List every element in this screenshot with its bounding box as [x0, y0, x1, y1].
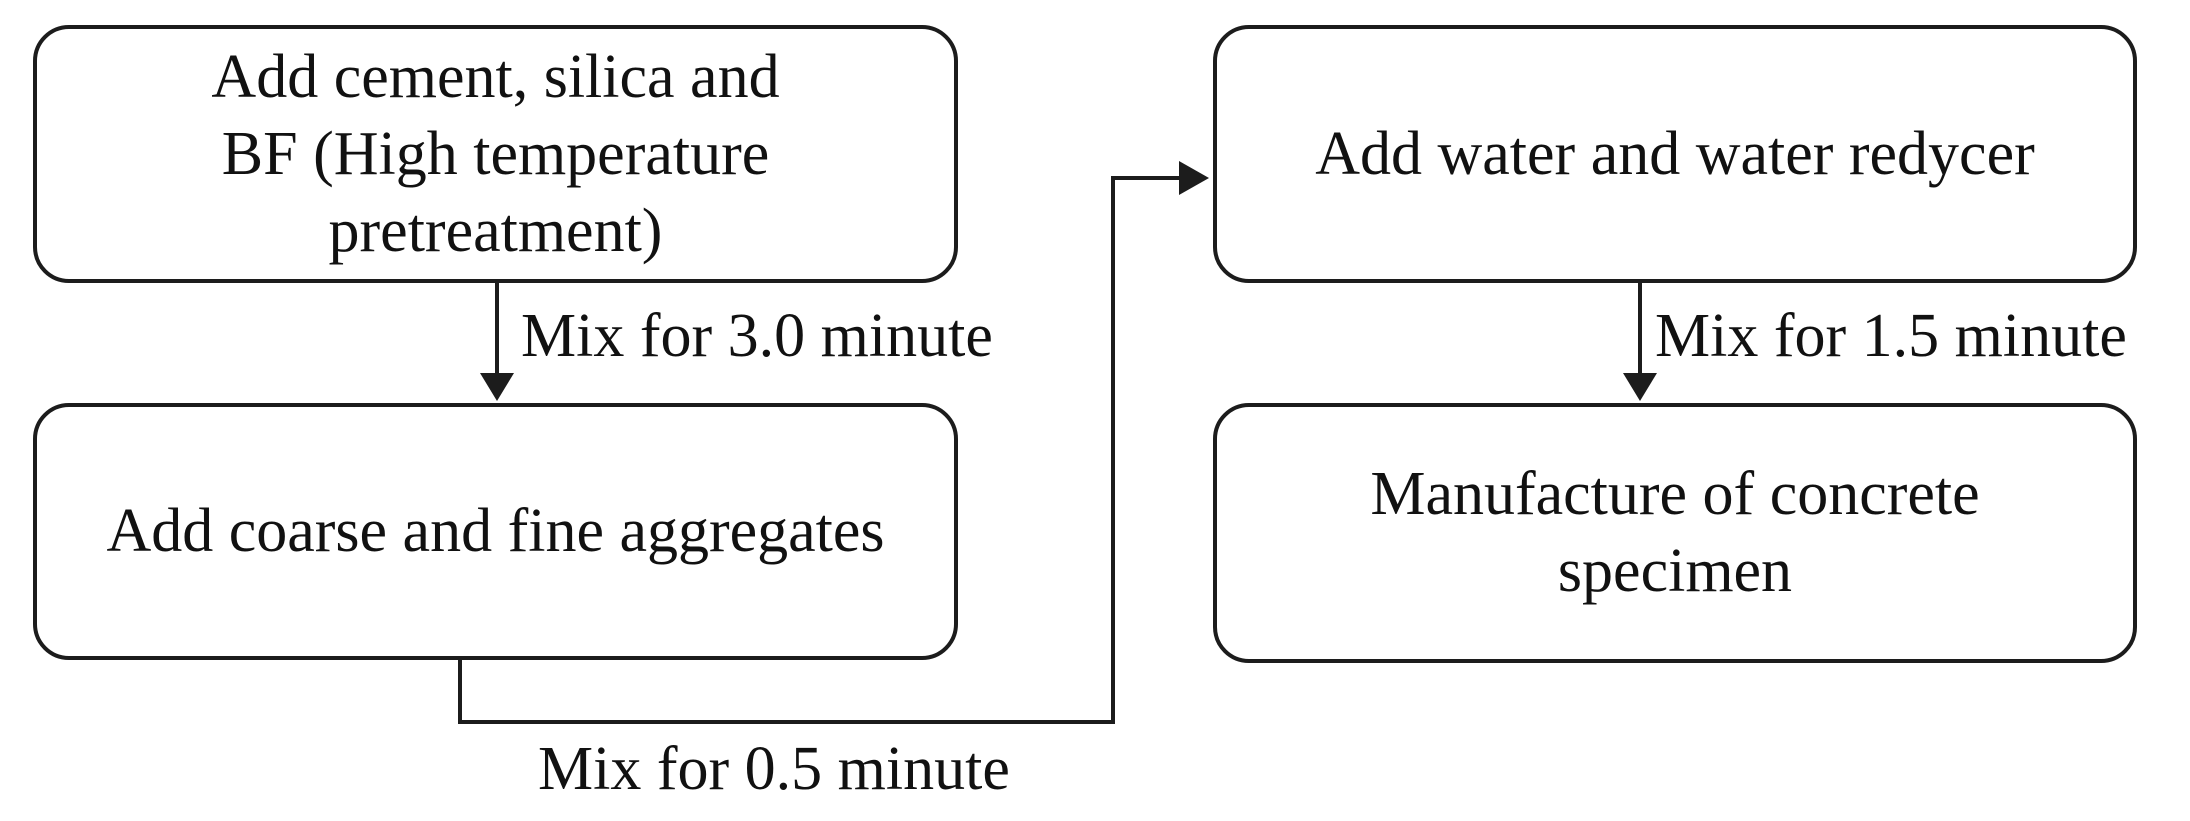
edge-mix-0-5-line-into-box — [1111, 176, 1179, 180]
edge-label-mix-3-0: Mix for 3.0 minute — [521, 302, 993, 370]
arrowhead-down-icon — [1623, 373, 1657, 401]
edge-mix-0-5-line-across — [458, 720, 1115, 724]
arrowhead-down-icon — [480, 373, 514, 401]
edge-mix-1-5-line — [1638, 283, 1642, 375]
edge-mix-0-5-line-down — [458, 659, 462, 724]
edge-label-mix-0-5: Mix for 0.5 minute — [538, 735, 1010, 803]
node-add-cement-silica-bf: Add cement, silica and BF (High temperat… — [33, 25, 958, 283]
node-add-water-reducer: Add water and water redycer — [1213, 25, 2137, 283]
node-add-coarse-fine-aggregates: Add coarse and fine aggregates — [33, 403, 958, 660]
edge-mix-3-0-line — [495, 283, 499, 375]
arrowhead-right-icon — [1179, 161, 1209, 195]
edge-mix-0-5-line-up — [1111, 176, 1115, 724]
node-manufacture-specimen: Manufacture of concrete specimen — [1213, 403, 2137, 663]
edge-label-mix-1-5: Mix for 1.5 minute — [1655, 302, 2127, 370]
